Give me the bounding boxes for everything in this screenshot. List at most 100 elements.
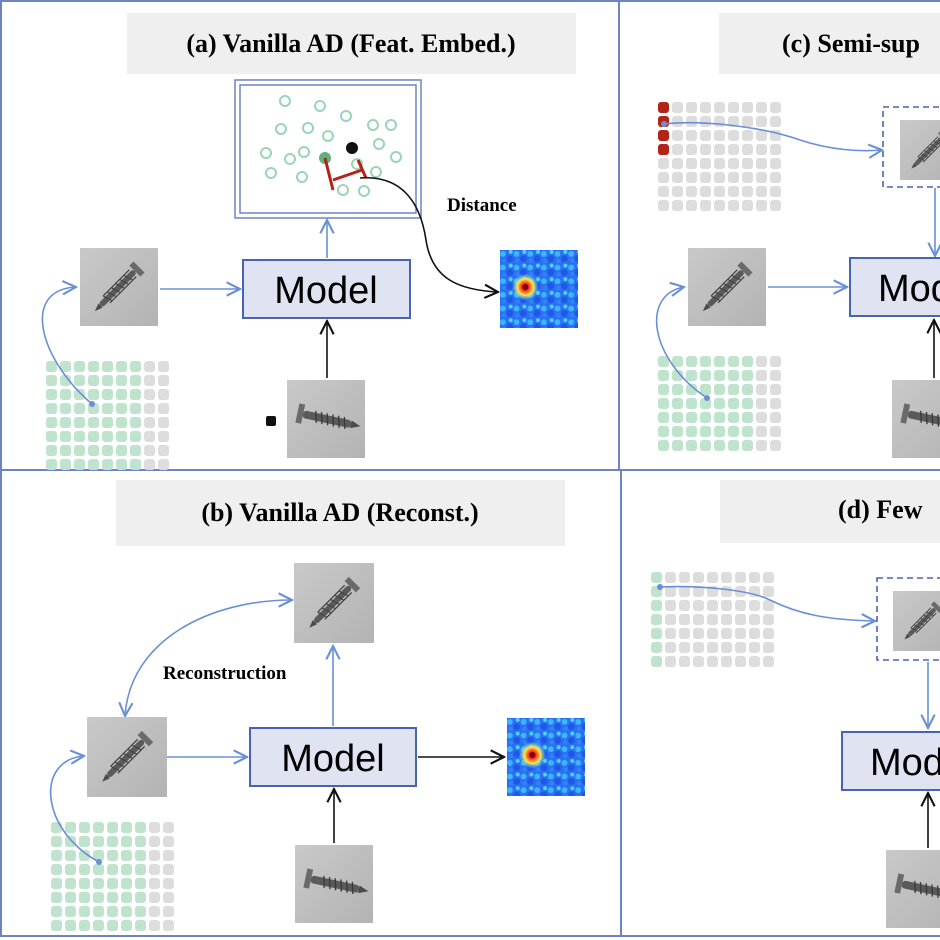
grid-cell xyxy=(60,361,71,372)
grid-cell xyxy=(700,158,711,169)
panel-b-title-box xyxy=(116,480,565,546)
grid-cell xyxy=(693,628,704,639)
grid-cell xyxy=(672,370,683,381)
grid-cell xyxy=(79,822,90,833)
grid-cell xyxy=(88,459,99,470)
grid-cell xyxy=(756,370,767,381)
grid-cell xyxy=(714,144,725,155)
grid-cell xyxy=(686,144,697,155)
grid-cell xyxy=(135,920,146,931)
grid-cell xyxy=(686,130,697,141)
grid-cell xyxy=(749,614,760,625)
grid-cell xyxy=(46,389,57,400)
grid-cell xyxy=(158,361,169,372)
grid-cell xyxy=(728,116,739,127)
grid-cell xyxy=(121,822,132,833)
grid-cell xyxy=(693,572,704,583)
embedding-space xyxy=(234,79,422,219)
svg-text:Mod: Mod xyxy=(870,742,940,784)
dataset-grid-b xyxy=(51,822,174,931)
grid-cell xyxy=(658,412,669,423)
grid-cell xyxy=(65,822,76,833)
grid-cell xyxy=(135,836,146,847)
grid-cell xyxy=(121,878,132,889)
grid-cell xyxy=(749,656,760,667)
grid-cell xyxy=(79,906,90,917)
grid-cell xyxy=(686,186,697,197)
grid-cell xyxy=(60,403,71,414)
grid-cell xyxy=(763,572,774,583)
grid-cell xyxy=(144,445,155,456)
grid-cell xyxy=(130,431,141,442)
grid-cell xyxy=(721,642,732,653)
grid-cell xyxy=(749,628,760,639)
grid-cell xyxy=(770,398,781,409)
grid-cell xyxy=(714,158,725,169)
grid-cell xyxy=(60,417,71,428)
grid-cell xyxy=(686,102,697,113)
arrow-anomaly-sample-c xyxy=(663,122,882,151)
grid-cell xyxy=(658,130,669,141)
grid-cell xyxy=(770,370,781,381)
svg-text:Model: Model xyxy=(281,738,385,780)
grid-cell xyxy=(651,656,662,667)
grid-cell xyxy=(163,892,174,903)
grid-cell xyxy=(74,375,85,386)
grid-cell xyxy=(686,398,697,409)
grid-cell xyxy=(74,445,85,456)
grid-cell xyxy=(60,459,71,470)
grid-cell xyxy=(93,920,104,931)
grid-cell xyxy=(46,445,57,456)
grid-cell xyxy=(121,864,132,875)
grid-cell xyxy=(707,628,718,639)
grid-cell xyxy=(158,431,169,442)
grid-cell xyxy=(121,892,132,903)
grid-cell xyxy=(672,116,683,127)
grid-cell xyxy=(700,172,711,183)
grid-cell xyxy=(679,572,690,583)
grid-cell xyxy=(728,158,739,169)
grid-cell xyxy=(721,614,732,625)
grid-cell xyxy=(714,116,725,127)
grid-cell xyxy=(51,822,62,833)
grid-cell xyxy=(679,656,690,667)
grid-cell xyxy=(742,144,753,155)
grid-cell xyxy=(700,102,711,113)
grid-cell xyxy=(742,356,753,367)
grid-cell xyxy=(116,417,127,428)
distance-arrow xyxy=(359,177,498,292)
grid-cell xyxy=(102,375,113,386)
grid-cell xyxy=(721,656,732,667)
grid-cell xyxy=(714,384,725,395)
grid-cell xyxy=(79,892,90,903)
grid-cell xyxy=(721,586,732,597)
grid-cell xyxy=(46,361,57,372)
panel-c-title-box xyxy=(719,13,940,74)
grid-cell xyxy=(700,356,711,367)
grid-cell xyxy=(658,426,669,437)
grid-cell xyxy=(135,878,146,889)
grid-cell xyxy=(770,172,781,183)
grid-cell xyxy=(728,200,739,211)
grid-cell xyxy=(672,384,683,395)
grid-cell xyxy=(672,356,683,367)
grid-cell xyxy=(130,459,141,470)
panel-a-title: (a) Vanilla AD (Feat. Embed.) xyxy=(186,29,515,58)
grid-cell xyxy=(651,614,662,625)
grid-cell xyxy=(714,172,725,183)
grid-cell xyxy=(658,384,669,395)
query-image-a xyxy=(80,248,158,326)
grid-cell xyxy=(756,186,767,197)
grid-cell xyxy=(51,850,62,861)
grid-cell xyxy=(686,370,697,381)
grid-cell xyxy=(672,398,683,409)
grid-cell xyxy=(721,628,732,639)
support-image-d xyxy=(893,590,940,652)
grid-cell xyxy=(700,130,711,141)
grid-cell xyxy=(130,445,141,456)
grid-cell xyxy=(686,200,697,211)
grid-cell xyxy=(658,186,669,197)
grid-cell xyxy=(102,361,113,372)
grid-cell xyxy=(700,384,711,395)
